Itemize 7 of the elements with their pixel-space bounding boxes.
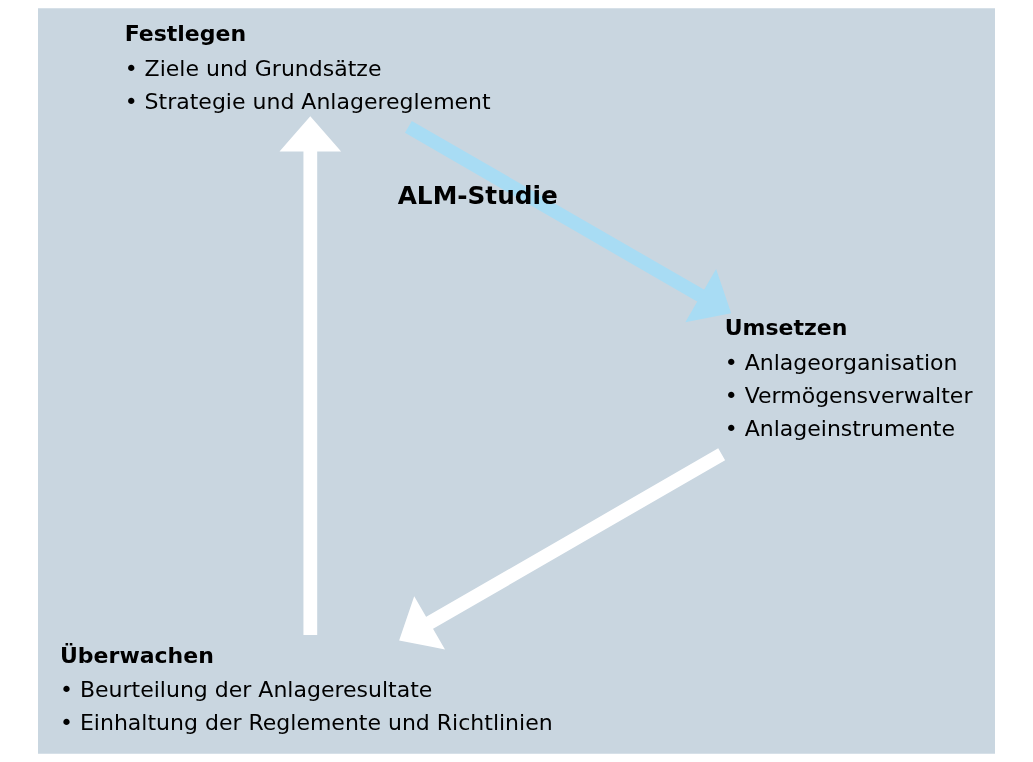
node-text: Umsetzen • Anlageorganisation • Vermögensverwalter • Anlageinstrumente: [724, 315, 973, 441]
arrow: [404, 120, 732, 323]
edge-label: ALM-Studie: [397, 180, 558, 210]
node-text: Festlegen • Ziele und Grundsätze • Strategie und Anlagereglement: [124, 21, 491, 114]
node-text: Überwachen • Beurteilung der Anlageresultate • Einhaltung der Reglemente und Richtlinien: [60, 642, 553, 735]
arrow: [279, 116, 342, 635]
arrow: [399, 448, 726, 650]
